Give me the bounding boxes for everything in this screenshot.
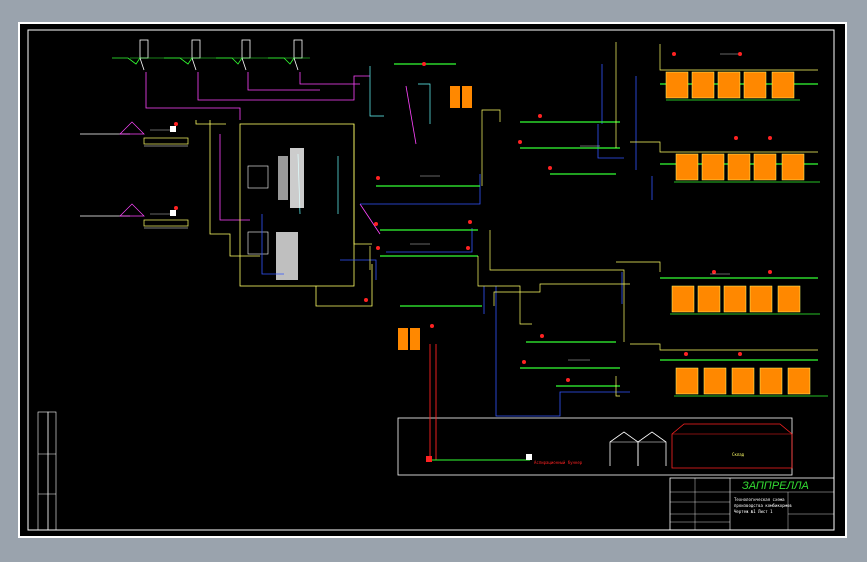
- storage-row-4: [675, 367, 811, 395]
- row-caps: [666, 99, 828, 397]
- left-margin-stamp: [37, 411, 57, 531]
- storage-row-1: [665, 71, 795, 99]
- dryer-units: [398, 86, 472, 350]
- storage-row-2: [675, 153, 805, 181]
- title-line-1: Технологическая схема: [734, 497, 785, 502]
- cad-viewport[interactable]: ЗАППРЕЛЛА Технологическая схема производ…: [18, 22, 847, 538]
- left-intake-2: [80, 203, 189, 229]
- top-silos: [112, 39, 303, 71]
- storage-row-3: [671, 285, 801, 313]
- title-line-2: производства комбикормов: [734, 503, 792, 508]
- green-conveyors: [130, 57, 818, 387]
- aspiration-label: Аспирационный бункер: [534, 460, 583, 465]
- inset-area: Склад Аспирационный бункер: [397, 344, 793, 476]
- central-towers: [247, 148, 304, 280]
- blue-pipes: [261, 64, 653, 417]
- cyan-pipes: [297, 66, 431, 215]
- title-block: ЗАППРЕЛЛА Технологическая схема производ…: [669, 477, 835, 531]
- company-name: ЗАППРЕЛЛА: [742, 480, 809, 492]
- valve-markers: [174, 52, 772, 382]
- magenta-pipes: [145, 72, 417, 235]
- title-line-3: Чертеж №1 Лист 1: [734, 509, 773, 514]
- warehouse-label: Склад: [732, 452, 745, 457]
- process-flow-diagram: ЗАППРЕЛЛА Технологическая схема производ…: [27, 29, 835, 531]
- warehouse-outline: [671, 423, 793, 469]
- drawing-frame: [27, 29, 835, 531]
- left-intake-1: [80, 121, 189, 147]
- central-building: [195, 120, 373, 307]
- yellow-pipes: [369, 42, 818, 397]
- small-labels: [150, 53, 738, 361]
